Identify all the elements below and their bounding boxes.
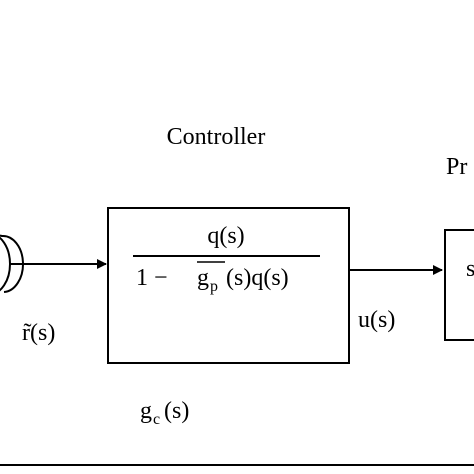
signal-u-label: u(s) — [358, 307, 395, 333]
controller-numerator: q(s) — [207, 223, 244, 249]
controller-denominator-suffix: (s)q(s) — [226, 265, 289, 291]
process-title: Pr — [446, 154, 467, 180]
summing-junction — [0, 234, 24, 293]
process-block-text: s — [466, 256, 474, 282]
gc-label: g — [140, 398, 152, 424]
controller-denominator-prefix: 1 − — [136, 265, 168, 291]
summing-junction-circle — [0, 236, 11, 292]
process-block — [444, 229, 474, 341]
gc-label-sub: c — [153, 411, 160, 428]
controller-denominator-gp-sub: p — [210, 278, 218, 295]
gc-label-suffix: (s) — [164, 398, 189, 424]
signal-r-label: r̃(s) — [22, 320, 55, 346]
controller-denominator-gp: g — [197, 265, 209, 291]
controller-title: Controller — [167, 124, 266, 150]
controller-block — [107, 207, 350, 364]
